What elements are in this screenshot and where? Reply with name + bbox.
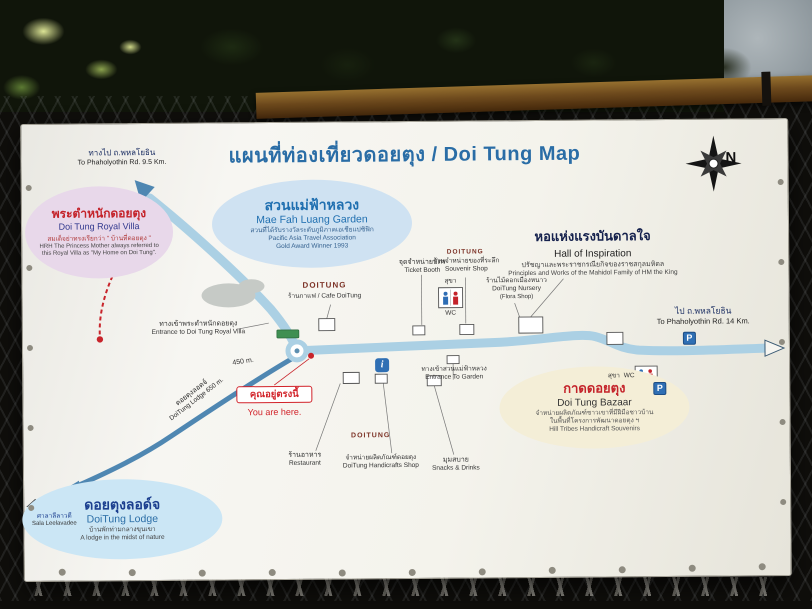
shuttle-stop-marker [276, 329, 300, 339]
entrance-garden-label: ทางเข้าสวนแม่ฟ้าหลวง Entrance To Garden [411, 365, 497, 383]
wc2-label: สุขา WC [599, 372, 643, 381]
you-are-here-box: คุณอยู่ตรงนี้ [236, 385, 313, 404]
entrance-villa-label: ทางเข้าพระตำหนักดอยตุง Entrance to Doi T… [131, 319, 266, 338]
snacks-en: Snacks & Drinks [432, 464, 480, 472]
wc2-en: WC [623, 372, 635, 380]
map-graphics [26, 135, 786, 516]
royal-villa-title-en: Doi Tung Royal Villa [58, 221, 140, 233]
sign-to-phaholyothin-north: ทางไป ถ.พหลโยธิน To Phaholyothin Rd. 9.5… [49, 148, 194, 169]
eyelets-right [777, 179, 784, 186]
information-icon: i [375, 358, 390, 373]
sign-text-en: To Phaholyothin Rd. 9.5 Km. [77, 159, 167, 167]
parking-icon-1: P [682, 331, 696, 345]
sign-text-en: To Phaholyothin Rd. 14 Km. [656, 316, 750, 327]
compass-rose-icon [685, 135, 742, 192]
lodge-road [75, 354, 298, 489]
hall-of-inspiration-block: หอแห่งแรงบันดาลใจ Hall of Inspiration ปร… [490, 226, 695, 279]
parking-icon-2: P [653, 381, 667, 396]
cafe-label: ร้านกาแฟ / Cafe DoiTung [287, 292, 362, 300]
villa-dashed-path [98, 275, 114, 337]
garden-title-en: Mae Fah Luang Garden [256, 213, 368, 227]
souvenir-shop-label: ร้านจำหน่ายของที่ระลึก Souvenir Shop [420, 257, 512, 275]
royal-villa-title-th: พระตำหนักดอยตุง [51, 206, 147, 222]
bazaar-title-en: Doi Tung Bazaar [557, 396, 632, 409]
main-road [292, 330, 770, 356]
doitung-brand-souvenir: DOITUNG [446, 248, 484, 256]
wc-house-1 [438, 287, 464, 309]
restaurant-th: ร้านอาหาร [288, 451, 322, 459]
restaurant-label: ร้านอาหาร Restaurant [276, 451, 334, 469]
snacks-label: มุมสบาย Snacks & Drinks [426, 455, 486, 473]
doitung-brand-restaurant: DOITUNG [351, 432, 391, 440]
pond-shape [201, 279, 265, 308]
entrance-villa-en: Entrance to Doi Tung Royal Villa [151, 328, 246, 337]
roundabout-center [294, 348, 300, 354]
lodge-title-en: DoiTung Lodge [86, 513, 159, 526]
you-are-here-connector [274, 358, 310, 386]
garden-desc-en2: Gold Award Winner 1993 [276, 242, 349, 251]
compass-north-label: N [725, 149, 737, 167]
entrance-garden-en: Entrance To Garden [425, 373, 484, 382]
beam-bracket [761, 71, 772, 106]
nursery-label: ร้านไม้ดอกเมืองหนาว DoiTung Nursery (Flo… [470, 277, 562, 302]
lodge-desc-en: A lodge in the midst of nature [80, 534, 165, 542]
sign-to-phaholyothin-east: ไป ถ.พหลโยธิน To Phaholyothin Rd. 14 Km. [621, 305, 786, 327]
label-connectors [236, 274, 564, 455]
you-are-here-dot [308, 352, 315, 359]
wc1-label-en: WC [445, 309, 457, 317]
wc2-th: สุขา [607, 372, 620, 380]
sala-leelavadee-label: ศาลาลีลาวดี Sala Leelavadee [22, 513, 86, 530]
map-board: แผนที่ท่องเที่ยวดอยตุง / Doi Tung Map N … [20, 117, 792, 583]
lodge-title-th: ดอยตุงลอด์จ [84, 495, 161, 513]
bazaar-desc-en: Hill Tribes Handicraft Souvenirs [549, 425, 640, 434]
villa-path-dot [96, 336, 104, 343]
eyelets-left [25, 184, 32, 191]
garden-title-th: สวนแม่ฟ้าหลวง [264, 195, 360, 213]
building-footprints [318, 316, 624, 387]
sala-en: Sala Leelavadee [31, 521, 77, 528]
bazaar-title-th: กาดดอยตุง [563, 380, 626, 397]
arrow-east-icon [764, 339, 786, 357]
you-are-here-caption: You are here. [247, 406, 302, 418]
royal-villa-desc-en2: this Royal Villa as "My Home on Doi Tung… [41, 250, 157, 258]
souvenir-en: Souvenir Shop [445, 265, 488, 274]
restaurant-en: Restaurant [288, 459, 321, 468]
entrance-garden-th: ทางเข้าสวนแม่ฟ้าหลวง [421, 365, 487, 373]
handicrafts-en: DoiTung Handicrafts Shop [342, 462, 419, 470]
eyelets-bottom [58, 568, 66, 576]
doitung-brand-cafe: DOITUNG [302, 280, 347, 290]
souvenir-th: ร้านจำหน่ายของที่ระลึก [433, 257, 500, 265]
wc1-label-th: สุขา [444, 277, 457, 285]
hall-title-th: หอแห่งแรงบันดาลใจ [534, 228, 651, 244]
snacks-th: มุมสบาย [442, 456, 469, 464]
handicrafts-shop-label: จำหน่ายผลิตภัณฑ์ดอยตุง DoiTung Handicraf… [334, 454, 428, 472]
banner-lacing [26, 577, 786, 596]
nursery-en2: (Flora Shop) [499, 293, 534, 301]
